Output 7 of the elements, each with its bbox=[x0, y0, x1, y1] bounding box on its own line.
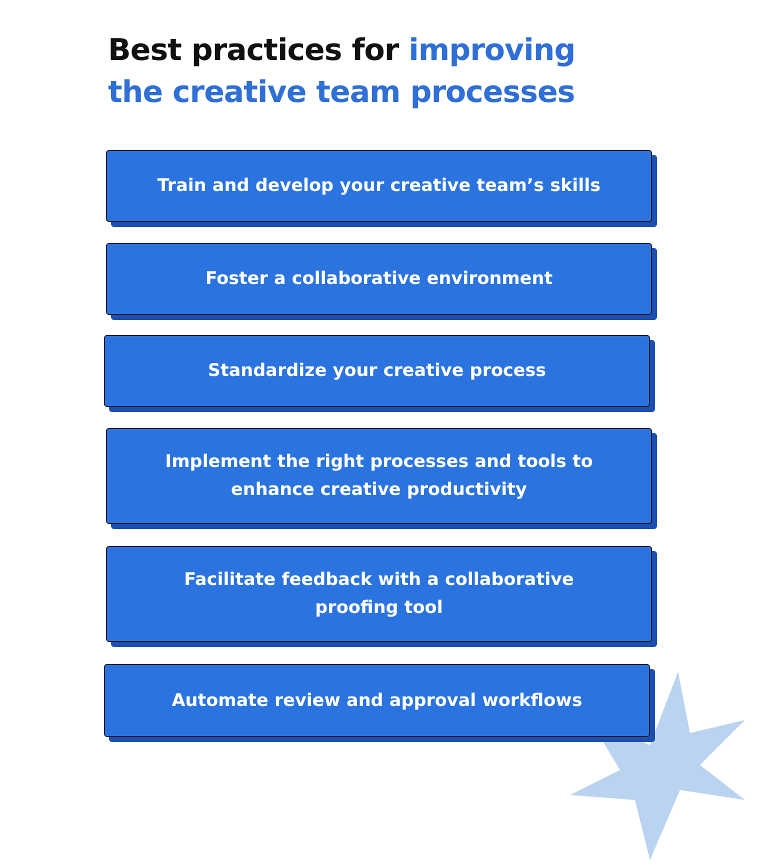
step-text: Facilitate feedback with a collaborative proofing tool bbox=[183, 569, 575, 620]
step-text: Standardize your creative process bbox=[208, 360, 546, 383]
step-text: Implement the right processes and tools to enhance creative productivity bbox=[164, 451, 594, 502]
step-text: Foster a collaborative environment bbox=[205, 268, 553, 291]
step-text: Automate review and approval workflows bbox=[172, 690, 582, 712]
title: Best practices for improving the creative team processes bbox=[108, 32, 576, 112]
step-text: Train and develop your creative team’s skills bbox=[157, 175, 601, 198]
